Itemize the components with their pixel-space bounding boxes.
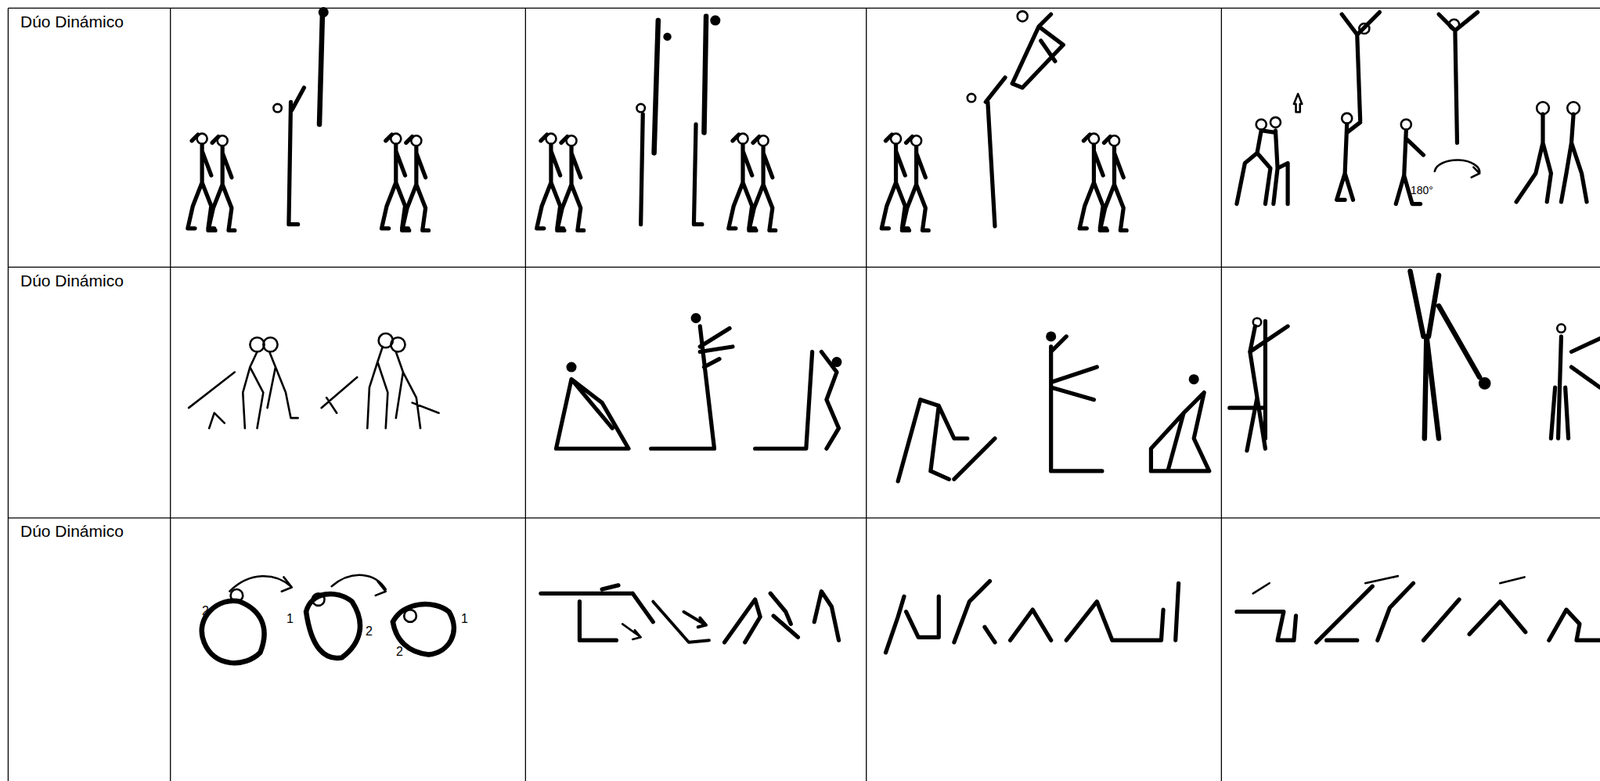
stick-figures-row1 — [187, 9, 1587, 231]
callout-number: 2 — [396, 645, 404, 660]
row-heading: Dúo Dinámico — [20, 12, 124, 32]
callout-number: 2 — [201, 604, 210, 619]
angle-label: 180° — [1410, 183, 1434, 197]
callout-number: 2 — [365, 624, 373, 639]
table-grid — [7, 7, 1600, 781]
row-heading: Dúo Dinámico — [20, 522, 124, 541]
callout-number: 1 — [461, 612, 469, 627]
row-heading: Dúo Dinámico — [20, 271, 124, 291]
callout-number: 1 — [286, 612, 294, 627]
stick-figures-row2 — [188, 271, 1600, 482]
stick-figures-row3 — [201, 575, 1600, 664]
